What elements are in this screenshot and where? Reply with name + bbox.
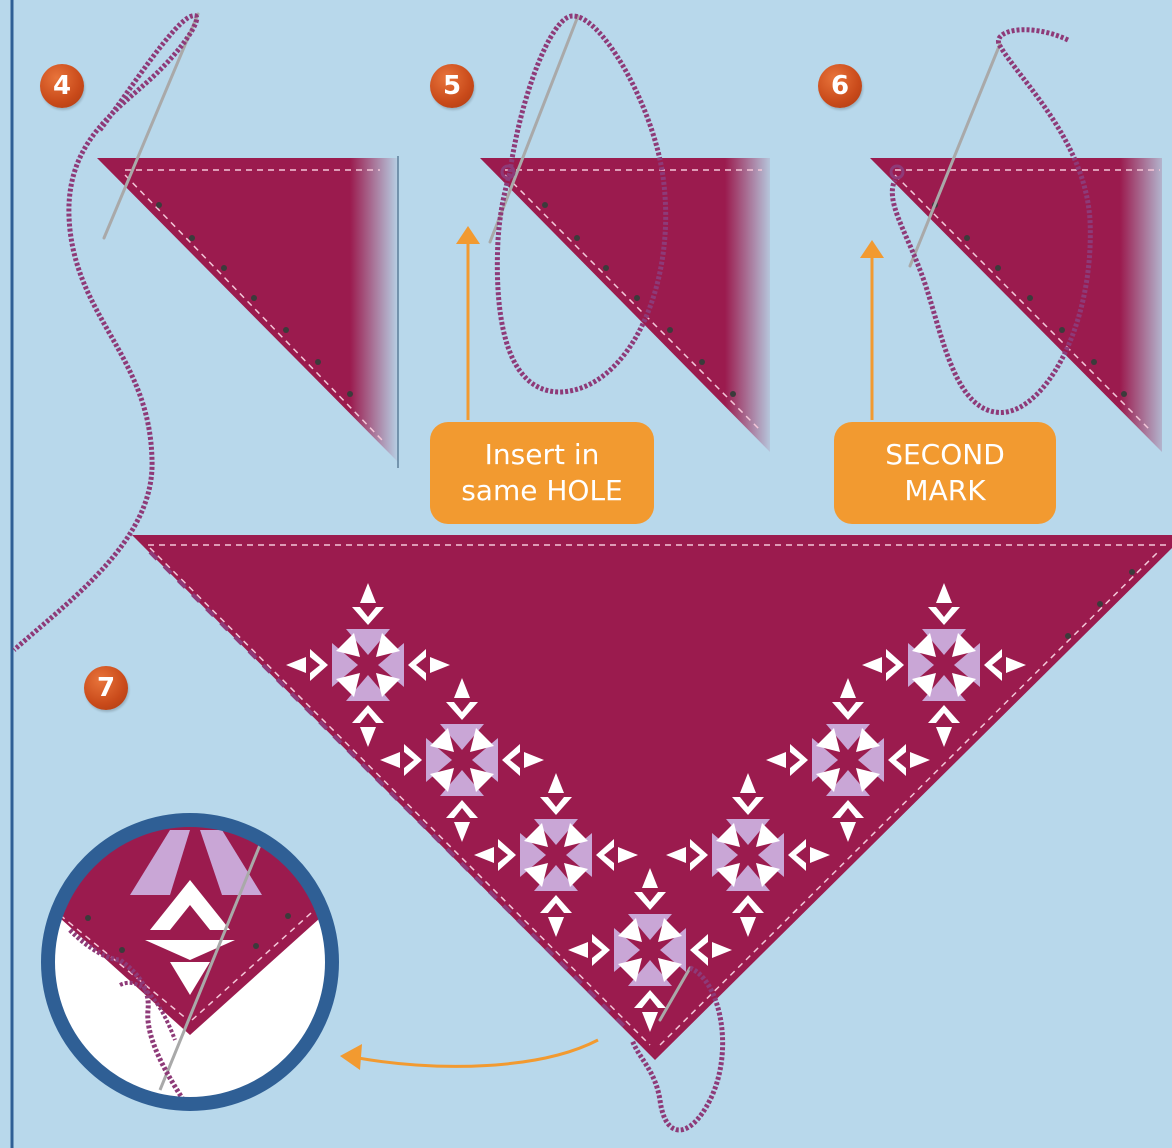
step-4-badge: 4 [40,64,84,108]
step5-panel [456,13,775,460]
step-6-badge: 6 [818,64,862,108]
step4-panel [12,12,400,652]
callout-line-2: same HOLE [461,474,623,507]
fabric-corner [97,158,398,462]
thread-icon [629,965,726,1133]
needle-icon [658,966,692,1022]
callout-insert-same-hole: Insert in same HOLE [430,422,654,524]
step-7-badge: 7 [84,666,128,710]
callout-line-1: Insert in [484,438,600,471]
magnifier-icon [41,813,339,1111]
needle-icon [102,12,200,240]
step7-scarf [132,535,1172,1133]
step-5-badge: 5 [430,64,474,108]
thread-icon [12,13,200,652]
thread-icon [889,27,1093,415]
thread-icon [494,13,669,395]
fabric-corner [480,158,770,452]
callout-second-mark: SECOND MARK [834,422,1056,524]
callout-line-1: SECOND [885,438,1005,471]
callout-line-2: MARK [904,474,986,507]
needle-icon [908,42,1002,268]
curved-arrow-icon [357,1038,599,1068]
step6-panel [860,27,1172,460]
